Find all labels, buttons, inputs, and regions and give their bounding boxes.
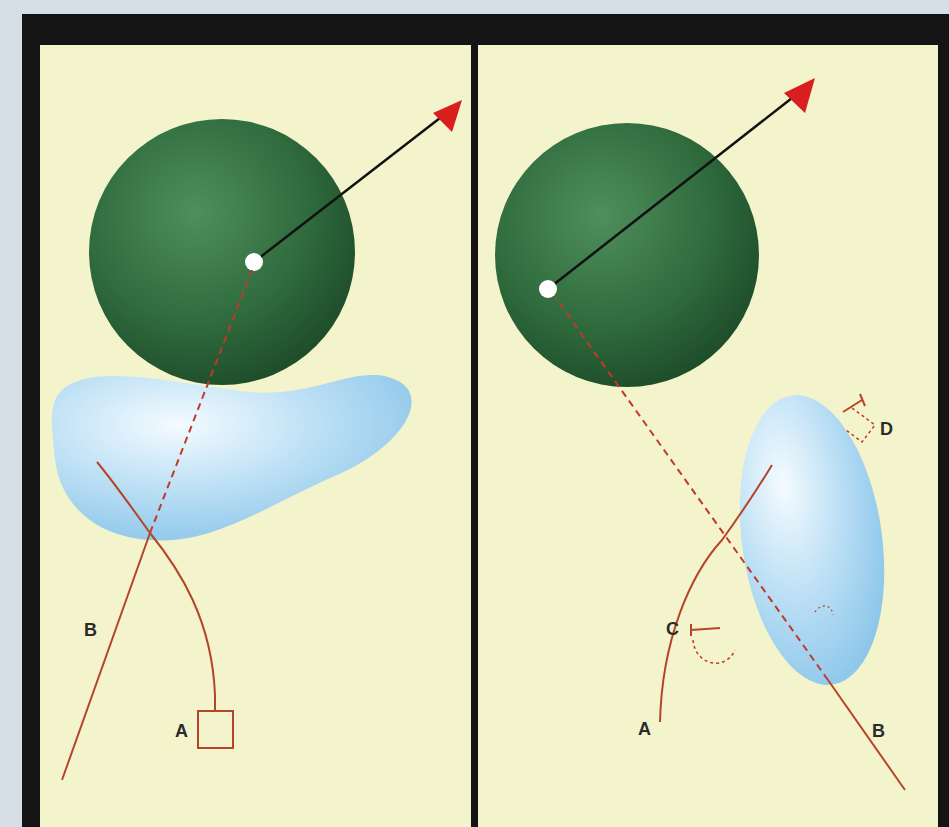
- left-panel: [40, 45, 471, 827]
- flagstick: [548, 98, 792, 289]
- frame: [22, 14, 949, 827]
- tee-box: [198, 711, 233, 748]
- right-panel: [478, 45, 938, 827]
- flag: [433, 100, 462, 132]
- water-mark: [815, 606, 833, 615]
- drop-zone-d: [846, 408, 875, 442]
- callout-letter: B: [872, 722, 885, 740]
- callout-letter: B: [84, 621, 97, 639]
- water-hazard: [52, 375, 412, 540]
- callout-letter: C: [666, 620, 679, 638]
- hole: [245, 253, 263, 271]
- line-b: [62, 533, 150, 780]
- callout-letter: D: [880, 420, 893, 438]
- green: [89, 119, 355, 385]
- drop-zone-c: [693, 640, 735, 663]
- water-hazard: [722, 386, 901, 695]
- flag: [784, 78, 815, 113]
- hole: [539, 280, 557, 298]
- dashed-line: [150, 270, 252, 533]
- flagstick: [254, 118, 440, 262]
- dashed-line: [555, 297, 828, 680]
- line-b: [828, 680, 905, 790]
- drop-marker-c: [691, 624, 720, 636]
- callout-letter: A: [175, 722, 188, 740]
- line-a: [660, 465, 772, 722]
- green: [495, 123, 759, 387]
- line-a: [97, 462, 215, 711]
- callout-letter: A: [638, 720, 651, 738]
